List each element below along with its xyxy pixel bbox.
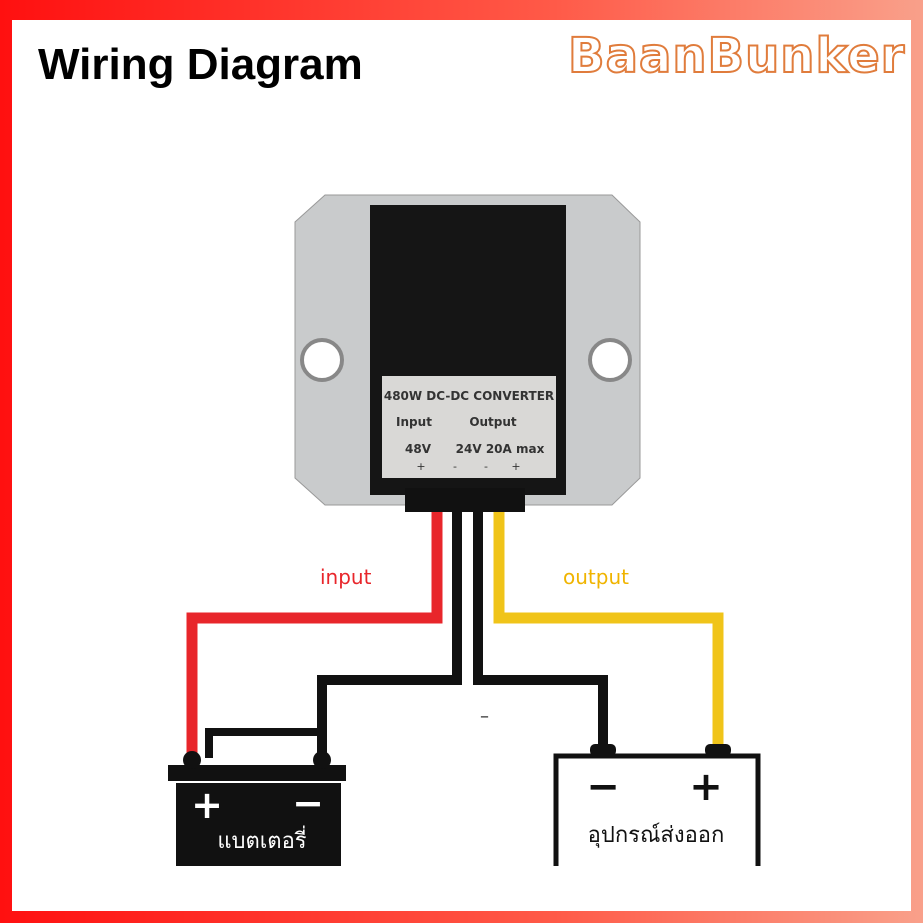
input-label: Input: [396, 415, 432, 429]
output-rating: 24V 20A max: [456, 442, 545, 456]
input-wire: [186, 512, 443, 760]
battery-label: แบตเตอรี่: [217, 825, 306, 854]
brand-logo: BaanBunker: [567, 27, 906, 85]
pin-label: -: [484, 460, 488, 473]
device-plus-icon: +: [689, 764, 723, 810]
mount-hole-left: [300, 338, 344, 382]
ground-wire-battery: [317, 512, 462, 760]
pin-label: -: [453, 460, 457, 473]
ground-wire-device: [473, 512, 608, 752]
device-minus-icon: −: [586, 764, 620, 810]
device-box: [553, 753, 761, 866]
input-voltage: 48V: [405, 442, 432, 456]
converter-model: 480W DC-DC CONVERTER: [384, 389, 554, 403]
battery-body: [176, 783, 341, 866]
battery-top: [168, 765, 346, 781]
battery-handle: [205, 728, 325, 736]
output-label: Output: [469, 415, 517, 429]
pin-label: +: [511, 460, 520, 473]
cable-gland: [405, 488, 525, 512]
input-wire-label: input: [320, 565, 372, 589]
output-wire: [493, 512, 724, 752]
page-title: Wiring Diagram: [38, 40, 363, 89]
converter-label: [382, 376, 556, 478]
pin-label: +: [416, 460, 425, 473]
battery-plus-icon: +: [191, 783, 223, 827]
device-label: อุปกรณ์ส่งออก: [588, 823, 725, 848]
ground-label: –: [480, 706, 489, 727]
output-wire-label: output: [563, 565, 629, 589]
battery-minus-icon: −: [292, 781, 324, 825]
mount-hole-right: [588, 338, 632, 382]
